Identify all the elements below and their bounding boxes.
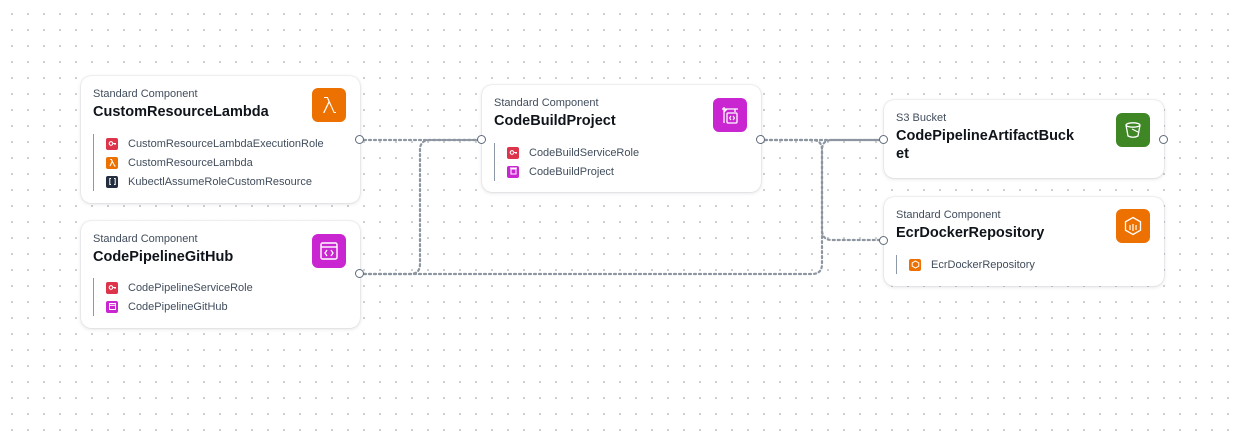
codebuild-icon — [713, 98, 747, 132]
resource-item[interactable]: CodeBuildProject — [507, 162, 639, 181]
component-name-line2: et — [896, 146, 909, 162]
codepipeline-resource-icon — [106, 300, 118, 313]
component-type-label: Standard Component — [494, 97, 599, 109]
component-card-codepipeline-github[interactable]: Standard Component CodePipelineGitHub Co… — [81, 221, 364, 328]
input-port[interactable] — [477, 135, 486, 144]
component-type-label: Standard Component — [93, 88, 198, 100]
codebuild-resource-icon — [507, 165, 519, 178]
resource-item[interactable]: CustomResourceLambdaExecutionRole — [106, 134, 324, 153]
resource-item[interactable]: KubectlAssumeRoleCustomResource — [106, 172, 324, 191]
component-name: EcrDockerRepository — [896, 225, 1045, 241]
component-card-codebuild-project[interactable]: Standard Component CodeBuildProject Code… — [477, 85, 765, 192]
component-name: CodeBuildProject — [494, 113, 616, 129]
component-name: CodePipelineGitHub — [93, 249, 234, 265]
iam-role-icon — [507, 146, 519, 159]
codepipeline-icon — [312, 234, 346, 268]
resource-label: CodeBuildProject — [529, 165, 614, 178]
input-port[interactable] — [879, 135, 888, 144]
resource-label: CustomResourceLambda — [128, 156, 253, 169]
resource-item[interactable]: CustomResourceLambda — [106, 153, 324, 172]
resource-list: EcrDockerRepository — [896, 255, 1035, 274]
component-type-label: Standard Component — [896, 209, 1001, 221]
resource-item[interactable]: CodePipelineServiceRole — [106, 278, 253, 297]
resource-label: CodePipelineGitHub — [128, 300, 228, 313]
lambda-function-icon — [106, 156, 118, 169]
ecr-icon — [1116, 209, 1150, 243]
resource-list: CodeBuildServiceRole CodeBuildProject — [494, 143, 639, 181]
resource-list: CustomResourceLambdaExecutionRole Custom… — [93, 134, 324, 191]
component-type-label: Standard Component — [93, 233, 198, 245]
output-port[interactable] — [1159, 135, 1168, 144]
resource-label: CodePipelineServiceRole — [128, 281, 253, 294]
custom-resource-icon — [106, 175, 118, 188]
iam-role-icon — [106, 281, 118, 294]
resource-item[interactable]: EcrDockerRepository — [909, 255, 1035, 274]
component-name-line1: CodePipelineArtifactBuck — [896, 128, 1075, 144]
output-port[interactable] — [355, 135, 364, 144]
resource-item[interactable]: CodeBuildServiceRole — [507, 143, 639, 162]
output-port[interactable] — [756, 135, 765, 144]
wire-github-to-codebuild — [362, 138, 484, 276]
ecr-repository-icon — [909, 258, 921, 271]
s3-bucket-icon — [1116, 113, 1150, 147]
lambda-icon — [312, 88, 346, 122]
resource-label: KubectlAssumeRoleCustomResource — [128, 175, 313, 188]
resource-item[interactable]: CodePipelineGitHub — [106, 297, 253, 316]
input-port[interactable] — [879, 236, 888, 245]
component-card-artifact-bucket[interactable]: S3 Bucket CodePipelineArtifactBuck et — [879, 100, 1168, 178]
component-card-custom-resource-lambda[interactable]: Standard Component CustomResourceLambda … — [81, 76, 364, 203]
component-name: CodePipelineArtifactBuck et — [896, 127, 1074, 163]
resource-label: EcrDockerRepository — [931, 258, 1035, 271]
wire-codebuild-to-ecr — [763, 138, 885, 242]
component-card-ecr-docker-repository[interactable]: Standard Component EcrDockerRepository E… — [879, 197, 1164, 286]
resource-label: CustomResourceLambdaExecutionRole — [128, 137, 324, 150]
iam-role-icon — [106, 137, 118, 150]
component-name: CustomResourceLambda — [93, 104, 269, 120]
output-port[interactable] — [355, 269, 364, 278]
resource-list: CodePipelineServiceRole CodePipelineGitH… — [93, 278, 253, 316]
resource-label: CodeBuildServiceRole — [529, 146, 640, 159]
component-type-label: S3 Bucket — [896, 112, 947, 124]
